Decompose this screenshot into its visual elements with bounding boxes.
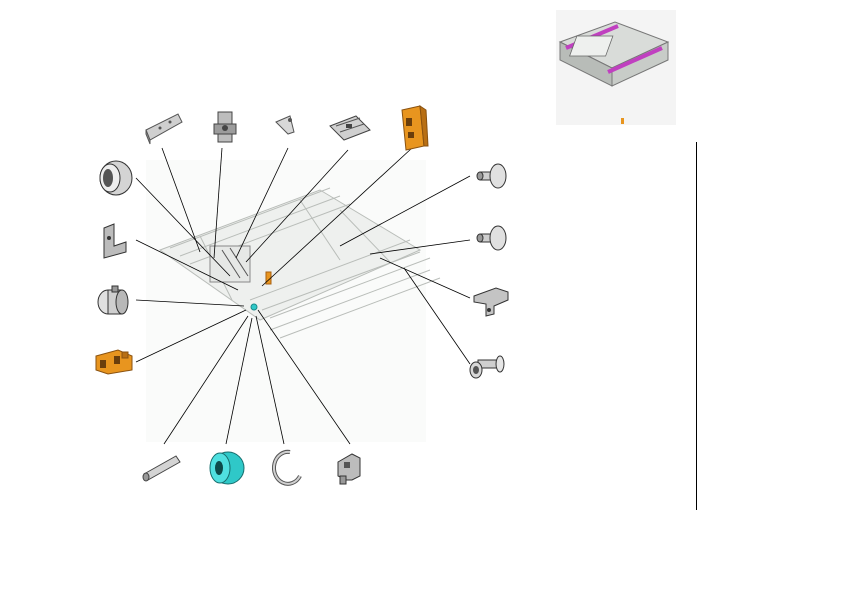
- screw-icon: [476, 163, 507, 189]
- bushing-icon: [97, 285, 129, 315]
- latch-icon: [337, 453, 361, 485]
- orange-holder-icon: [401, 104, 429, 151]
- flat-bracket-icon: [145, 113, 183, 145]
- vertical-divider: [696, 142, 697, 510]
- bearing-icon: [209, 451, 245, 485]
- ring-icon: [99, 160, 133, 196]
- orange-connector-icon: [95, 349, 133, 375]
- e-ring-icon: [271, 449, 302, 486]
- bracket-icon: [103, 223, 127, 259]
- board-icon: [329, 115, 371, 141]
- angle-bracket-icon: [473, 287, 509, 317]
- thumbnail-orange-marker: [621, 118, 624, 124]
- lever-icon: [275, 115, 295, 135]
- screw-icon: [476, 225, 507, 251]
- pin-icon: [142, 455, 181, 482]
- callout-lines: [135, 147, 471, 445]
- flange-screw-icon: [469, 355, 505, 379]
- assembly-thumbnail: [556, 10, 676, 125]
- clamp-icon: [213, 111, 237, 143]
- frame-assembly: [146, 160, 441, 442]
